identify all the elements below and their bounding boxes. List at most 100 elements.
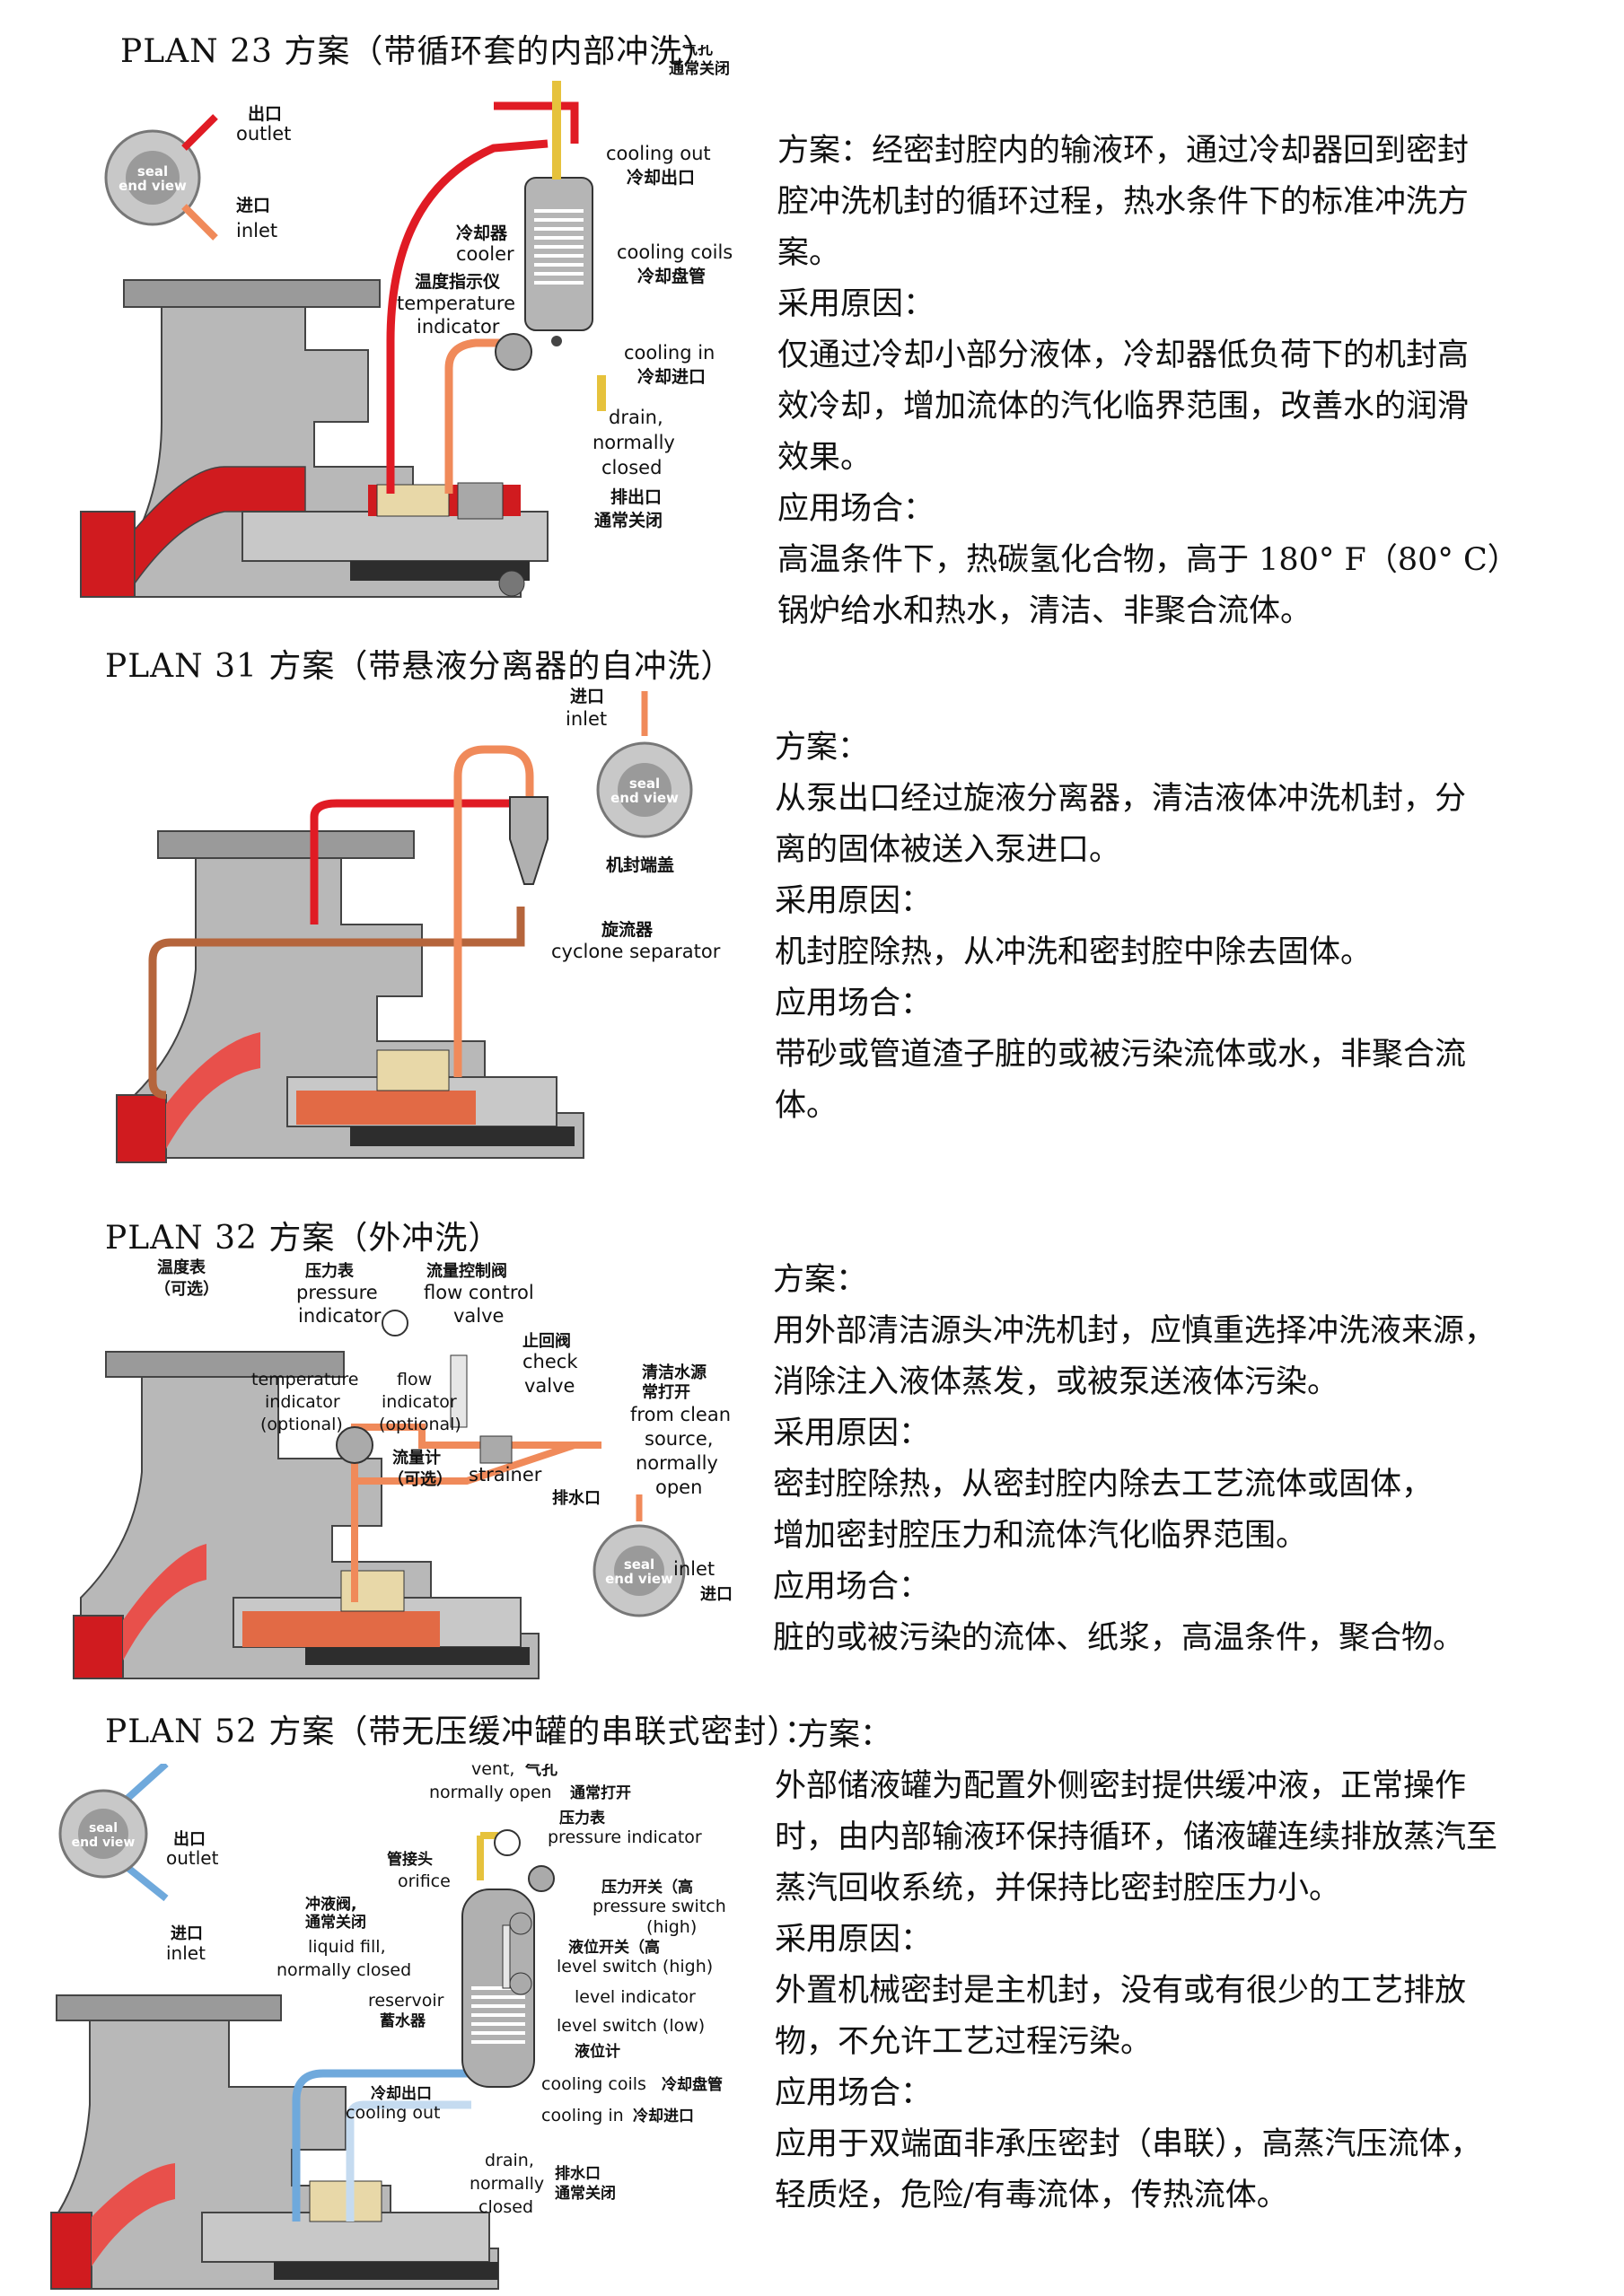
label-cin-en: cooling in — [541, 2106, 624, 2125]
seal-label-1: seal — [137, 163, 168, 180]
text-line: 应用场合： — [777, 491, 935, 527]
text-line: 仅通过冷却小部分液体，冷却器低负荷下的机封高 — [777, 337, 1470, 373]
text-line: 应用场合： — [773, 1569, 931, 1605]
label-cooler-en: cooler — [456, 243, 514, 265]
cooler — [495, 81, 606, 411]
text-line: 方案：经密封腔内的输液环，通过冷却器回到密封 — [777, 133, 1470, 169]
label-liquid-en1: liquid fill, — [308, 1937, 386, 1957]
label-cout-cn: 冷却出口 — [371, 2084, 432, 2103]
label-cyclone-en: cyclone separator — [551, 941, 721, 962]
plan52-title: PLAN 52 方案（带无压缓冲罐的串联式密封）： — [105, 1713, 818, 1750]
label-res-cn: 蓄水器 — [380, 2011, 426, 2030]
text-line: 方案： — [797, 1717, 892, 1753]
label-cooler-cn: 冷却器 — [456, 223, 508, 243]
brown-pipe — [148, 907, 525, 1100]
label-tempi-en1: temperature — [251, 1370, 358, 1389]
label-clean-en1: from clean — [630, 1404, 731, 1425]
label-tempi-en2: indicator — [265, 1392, 340, 1412]
label-res-en: reservoir — [368, 1991, 444, 2011]
hot-pipe — [386, 139, 549, 494]
plan52-diagram: seal end view vent, 气孔 normally open 通常打… — [50, 1764, 726, 2290]
seal-label-1: seal — [624, 1556, 654, 1573]
label-inlet-en: inlet — [236, 220, 277, 241]
label-cooling-out-en: cooling out — [606, 143, 711, 164]
label-clean-cn1: 清洁水源 — [642, 1363, 707, 1382]
label-lswitch-cn: 液位开关（高 — [568, 1938, 660, 1957]
label-orifice-cn: 管接头 — [387, 1850, 433, 1869]
label-temp-cn2: （可选） — [154, 1280, 219, 1299]
text-line: 轻质烃，危险/有毒流体，传热流体。 — [775, 2178, 1288, 2213]
label-outlet-en: outlet — [236, 123, 291, 145]
text-line: 应用于双端面非承压密封（串联），高蒸汽压流体， — [775, 2126, 1482, 2162]
label-outlet-cn: 出口 — [173, 1829, 206, 1849]
label-inlet-cn: 进口 — [700, 1585, 733, 1604]
label-liquid-en2: normally closed — [277, 1960, 411, 1980]
label-drain2: normally — [470, 2174, 544, 2194]
text-line: 机封腔除热，从冲洗和密封腔中除去固体。 — [775, 934, 1373, 970]
text-line: 方案： — [775, 730, 870, 766]
label-vent-cn2: 通常打开 — [570, 1783, 631, 1802]
label-clean-en4: open — [655, 1477, 702, 1498]
label-drain-cn1: 排水口 — [555, 2164, 601, 2183]
label-press-cn: 压力表 — [559, 1809, 606, 1827]
label-vent-en2: normally open — [429, 1783, 552, 1802]
label-flowmeter-cn2: （可选） — [388, 1470, 452, 1489]
label-flowmeter-cn1: 流量计 — [392, 1448, 441, 1468]
label-pswitch-en1: pressure switch — [593, 1897, 726, 1916]
label-flowi-en1: flow — [397, 1370, 432, 1389]
plan32-title: PLAN 32 方案（外冲洗） — [105, 1220, 502, 1257]
cyclone-separator — [509, 796, 549, 885]
text-line: 采用原因： — [775, 1922, 933, 1958]
label-cyclone-cn: 旋流器 — [601, 919, 654, 940]
pump-casing — [116, 830, 584, 1163]
plan23-description: 方案：经密封腔内的输液环，通过冷却器回到密封 腔冲洗机封的循环过程，热水条件下的… — [777, 126, 1603, 637]
label-vent-cn2: 通常关闭 — [669, 59, 730, 78]
text-line: 物，不允许工艺过程污染。 — [775, 2024, 1153, 2060]
label-strainer-en: strainer — [469, 1464, 542, 1485]
text-line: 案。 — [777, 235, 841, 271]
seal-label-2: end view — [72, 1836, 136, 1850]
label-lswitch-en: level switch (high) — [557, 1957, 713, 1976]
label-press-en1: pressure — [296, 1282, 378, 1303]
label-press-en: pressure indicator — [548, 1827, 702, 1847]
text-line: 外部储液罐为配置外侧密封提供缓冲液，正常操作 — [775, 1768, 1467, 1804]
label-lswitch-low-en: level switch (low) — [557, 2016, 705, 2036]
label-clean-cn2: 常打开 — [642, 1382, 690, 1402]
label-inlet-en: inlet — [166, 1942, 206, 1964]
text-line: 采用原因： — [773, 1415, 931, 1451]
label-cap-cn: 机封端盖 — [606, 854, 674, 875]
text-line: 腔冲洗机封的循环过程，热水条件下的标准冲洗方 — [777, 184, 1470, 220]
label-lind-en: level indicator — [575, 1987, 696, 2007]
label-outlet-cn: 出口 — [248, 103, 282, 124]
text-line: 采用原因： — [775, 883, 933, 919]
label-drain1: drain, — [485, 2151, 534, 2170]
label-pswitch-cn: 压力开关（高 — [601, 1878, 693, 1897]
label-temp-cn: 温度指示仪 — [415, 271, 501, 292]
label-cooling-in-en: cooling in — [624, 342, 715, 364]
pump-casing — [50, 1994, 499, 2290]
plan23-title: PLAN 23 方案（带循环套的内部冲洗） — [120, 33, 716, 70]
label-drain1: drain, — [609, 407, 663, 428]
seal-label-1: seal — [629, 776, 660, 792]
temperature-indicator — [336, 1426, 373, 1464]
pump-casing — [80, 279, 549, 598]
seal-end-view: seal end view — [593, 1524, 686, 1617]
text-line: 密封腔除热，从密封腔内除去工艺流体或固体， — [773, 1467, 1434, 1503]
label-coils-cn: 冷却盘管 — [662, 2075, 723, 2094]
label-tempi-en3: (optional) — [260, 1415, 343, 1434]
label-drain-cn2: 通常关闭 — [555, 2184, 616, 2203]
label-coils-en: cooling coils — [541, 2074, 646, 2094]
label-liquid-cn2: 通常关闭 — [305, 1913, 366, 1932]
label-clean-en3: normally — [636, 1452, 718, 1474]
label-check-en2: valve — [524, 1375, 575, 1397]
hot-pipe — [310, 799, 510, 925]
warm-pipe — [453, 745, 534, 1077]
text-line: 应用场合： — [775, 986, 933, 1021]
cold-pipe-in — [346, 2100, 471, 2222]
pressure-gauge-icon — [382, 1310, 408, 1336]
label-inlet-cn: 进口 — [171, 1924, 203, 1943]
label-inlet-cn: 进口 — [236, 196, 270, 215]
text-line: 带砂或管道渣子脏的或被污染流体或水，非聚合流 — [775, 1037, 1467, 1073]
label-vent-cn: 气孔 — [681, 45, 713, 58]
label-drain3: closed — [478, 2197, 533, 2217]
